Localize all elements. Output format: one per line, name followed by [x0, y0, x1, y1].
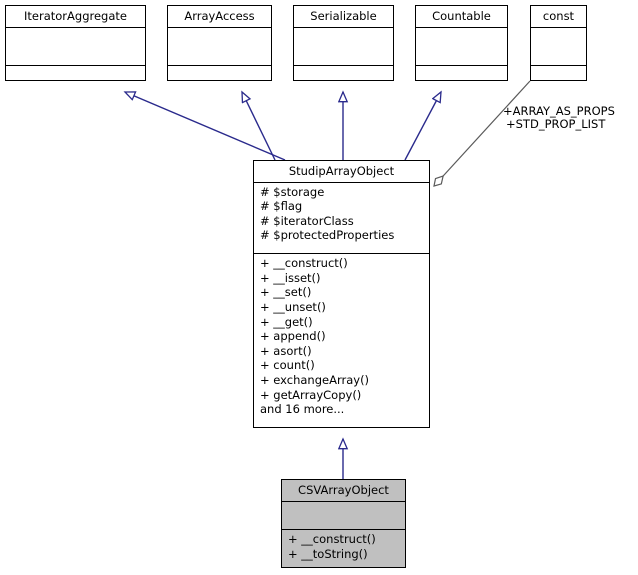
edge-studiparrayobject-countable: [404, 92, 441, 161]
class-methods-studiparrayobject: + __construct() + __isset() + __set() + …: [254, 254, 429, 427]
class-name-countable: Countable: [432, 9, 491, 23]
class-name-const: const: [542, 9, 575, 23]
class-methods-serializable: [294, 66, 393, 80]
class-name-serializable: Serializable: [310, 9, 377, 23]
class-box-serializable[interactable]: Serializable: [293, 5, 394, 81]
class-method-row: + exchangeArray(): [260, 372, 370, 387]
class-method-row: + __toString(): [288, 546, 368, 561]
class-separator: [294, 26, 393, 28]
class-method-row: + count(): [260, 358, 315, 373]
class-separator: [6, 65, 145, 67]
class-method-row: + __set(): [260, 285, 312, 300]
class-box-csvarrayobject[interactable]: CSVArrayObject + __construct() + __toStr…: [281, 479, 406, 568]
class-method-row: + __get(): [260, 314, 313, 329]
class-name-iteratoraggregate: IteratorAggregate: [24, 9, 127, 23]
class-separator: [254, 181, 429, 183]
class-separator: [282, 529, 405, 531]
class-name-csvarrayobject: CSVArrayObject: [298, 483, 389, 497]
class-attributes-iteratoraggregate: [6, 28, 145, 66]
class-separator: [254, 253, 429, 255]
class-methods-const: [531, 66, 586, 80]
class-methods-countable: [416, 66, 507, 80]
class-methods-csvarrayobject: + __construct() + __toString(): [282, 530, 405, 567]
class-methods-iteratoraggregate: [6, 66, 145, 80]
class-separator: [6, 26, 145, 28]
class-separator: [531, 65, 586, 67]
class-method-row: + __construct(): [260, 256, 348, 271]
class-attribute-row: # $iteratorClass: [260, 213, 354, 228]
edge-studiparrayobject-iteratoraggregate: [125, 92, 286, 161]
class-box-iteratoraggregate[interactable]: IteratorAggregate: [5, 5, 146, 81]
class-method-more-row: and 16 more...: [260, 402, 345, 417]
edge-label-array-as-props: +ARRAY_AS_PROPS: [503, 104, 615, 118]
class-separator: [168, 65, 271, 67]
class-method-row: + __isset(): [260, 270, 321, 285]
edge-studiparrayobject-const-aggregation: [433, 80, 531, 187]
class-attributes-serializable: [294, 28, 393, 66]
class-separator: [282, 500, 405, 502]
class-attributes-studiparrayobject: # $storage # $flag # $iteratorClass # $p…: [254, 183, 429, 254]
class-attribute-row: # $flag: [260, 199, 303, 214]
class-method-row: + append(): [260, 329, 326, 344]
class-box-countable[interactable]: Countable: [415, 5, 508, 81]
class-attribute-row: # $storage: [260, 184, 325, 199]
class-separator: [416, 65, 507, 67]
class-attributes-const: [531, 28, 586, 66]
class-name-arrayaccess: ArrayAccess: [184, 9, 255, 23]
class-attribute-row: # $protectedProperties: [260, 228, 395, 243]
class-box-arrayaccess[interactable]: ArrayAccess: [167, 5, 272, 81]
class-separator: [531, 26, 586, 28]
class-method-row: + __unset(): [260, 299, 326, 314]
edge-label-std-prop-list: +STD_PROP_LIST: [506, 117, 606, 131]
class-attributes-csvarrayobject: [282, 502, 405, 530]
class-method-row: + __construct(): [288, 532, 376, 547]
class-separator: [294, 65, 393, 67]
class-method-row: + asort(): [260, 343, 312, 358]
class-attributes-arrayaccess: [168, 28, 271, 66]
class-attributes-countable: [416, 28, 507, 66]
class-separator: [416, 26, 507, 28]
edge-studiparrayobject-arrayaccess: [242, 92, 276, 161]
class-box-studiparrayobject[interactable]: StudipArrayObject # $storage # $flag # $…: [253, 160, 430, 428]
class-separator: [168, 26, 271, 28]
class-method-row: + getArrayCopy(): [260, 387, 362, 402]
class-box-const[interactable]: const: [530, 5, 587, 81]
class-name-studiparrayobject: StudipArrayObject: [288, 164, 395, 178]
class-methods-arrayaccess: [168, 66, 271, 80]
